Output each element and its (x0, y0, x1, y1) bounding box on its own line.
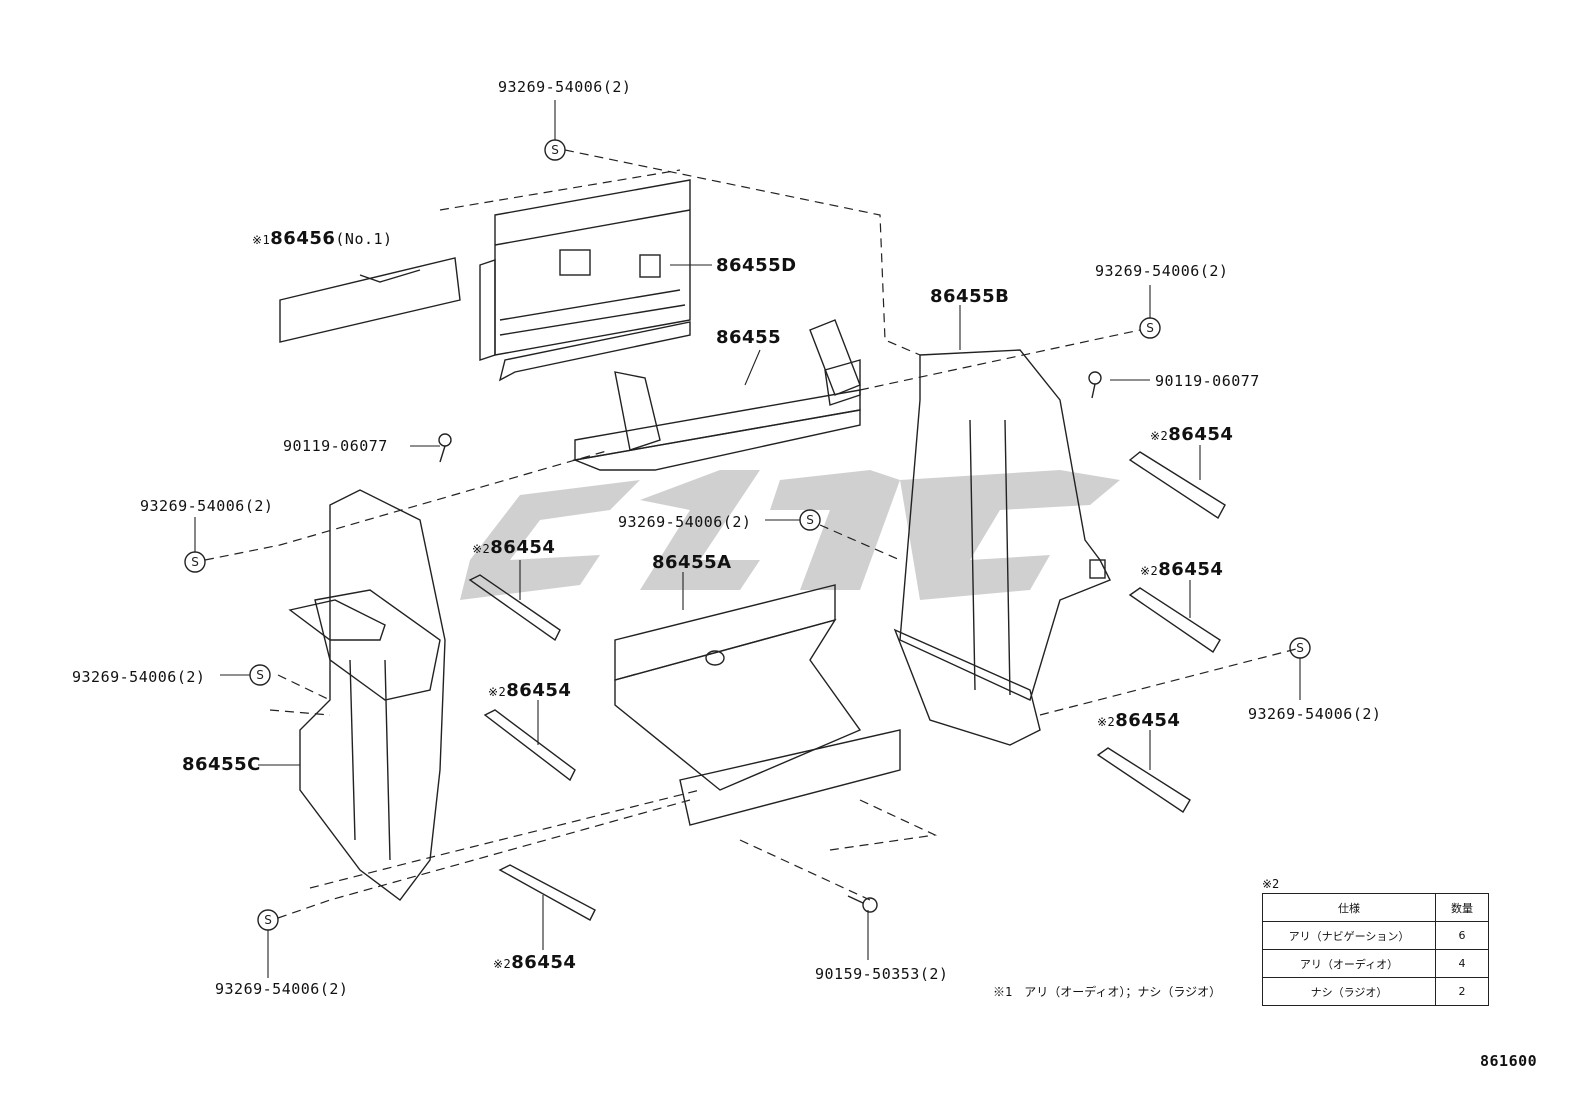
bracket-86454-b (483, 709, 576, 782)
watermark-logo (460, 470, 1120, 600)
label-86455: 86455 (716, 327, 782, 348)
bracket-86454-d (1128, 451, 1226, 520)
screw-marker-icon (184, 139, 1311, 931)
svg-text:S: S (256, 668, 264, 682)
label-bottom-left-screw: 93269-54006(2) (215, 980, 349, 998)
label-left-bolt: 90119-06077 (283, 437, 388, 455)
spec-table: 仕様 数量 アリ（ナビゲーション） 6 アリ（オーディオ） 4 ナシ（ラジオ） … (1262, 893, 1489, 1006)
bracket-86454-a (468, 574, 561, 642)
label-86454-b: ※286454 (488, 680, 572, 701)
svg-text:S: S (1296, 641, 1304, 655)
label-86454-d: ※286454 (1150, 424, 1234, 445)
footnote-1: ※1 アリ（オーディオ）；ナシ（ラジオ） (993, 985, 1222, 999)
label-bottom-bolt: 90159-50353(2) (815, 965, 949, 983)
diagram-code: 861600 (1480, 1052, 1538, 1070)
table-header-qty: 数量 (1435, 893, 1489, 922)
label-86455D: 86455D (716, 255, 797, 276)
svg-text:S: S (1146, 321, 1154, 335)
table-header-spec: 仕様 (1262, 893, 1436, 922)
label-86454-c: ※286454 (493, 952, 577, 973)
table-mark: ※2 (1262, 877, 1280, 891)
label-right-screw-lower: 93269-54006(2) (1248, 705, 1382, 723)
label-86454-e: ※286454 (1140, 559, 1224, 580)
label-86455A: 86455A (652, 552, 732, 573)
label-left-screw-upper: 93269-54006(2) (140, 497, 274, 515)
label-top-screw: 93269-54006(2) (498, 78, 632, 96)
label-86455B: 86455B (930, 286, 1010, 307)
bracket-86454-e (1128, 587, 1221, 654)
table-row: アリ（オーディオ） 4 (1262, 949, 1489, 978)
label-right-bolt: 90119-06077 (1155, 372, 1260, 390)
bracket-86454-c (498, 864, 596, 921)
svg-text:S: S (806, 513, 814, 527)
bracket-86455A (614, 584, 901, 826)
label-left-screw-mid: 93269-54006(2) (72, 668, 206, 686)
table-row: ナシ（ラジオ） 2 (1262, 977, 1489, 1006)
bracket-86455 (572, 319, 861, 471)
bracket-86454-f (1096, 747, 1191, 813)
svg-text:S: S (191, 555, 199, 569)
label-right-top-screw: 93269-54006(2) (1095, 262, 1229, 280)
svg-text:S: S (551, 143, 559, 157)
bolt-icon (438, 371, 1102, 913)
mark-1: ※1 (252, 233, 271, 247)
label-86454-a: ※286454 (472, 537, 556, 558)
table-row: アリ（ナビゲーション） 6 (1262, 921, 1489, 950)
bracket-86455D (479, 179, 691, 382)
label-86454-f: ※286454 (1097, 710, 1181, 731)
svg-text:S: S (264, 913, 272, 927)
pad-86456 (279, 257, 461, 343)
panel-86455C (288, 489, 446, 901)
label-86456: ※186456(No.1) (252, 228, 393, 249)
label-center-screw: 93269-54006(2) (618, 513, 752, 531)
panel-86455B (893, 349, 1111, 746)
label-86455C: 86455C (182, 754, 261, 775)
